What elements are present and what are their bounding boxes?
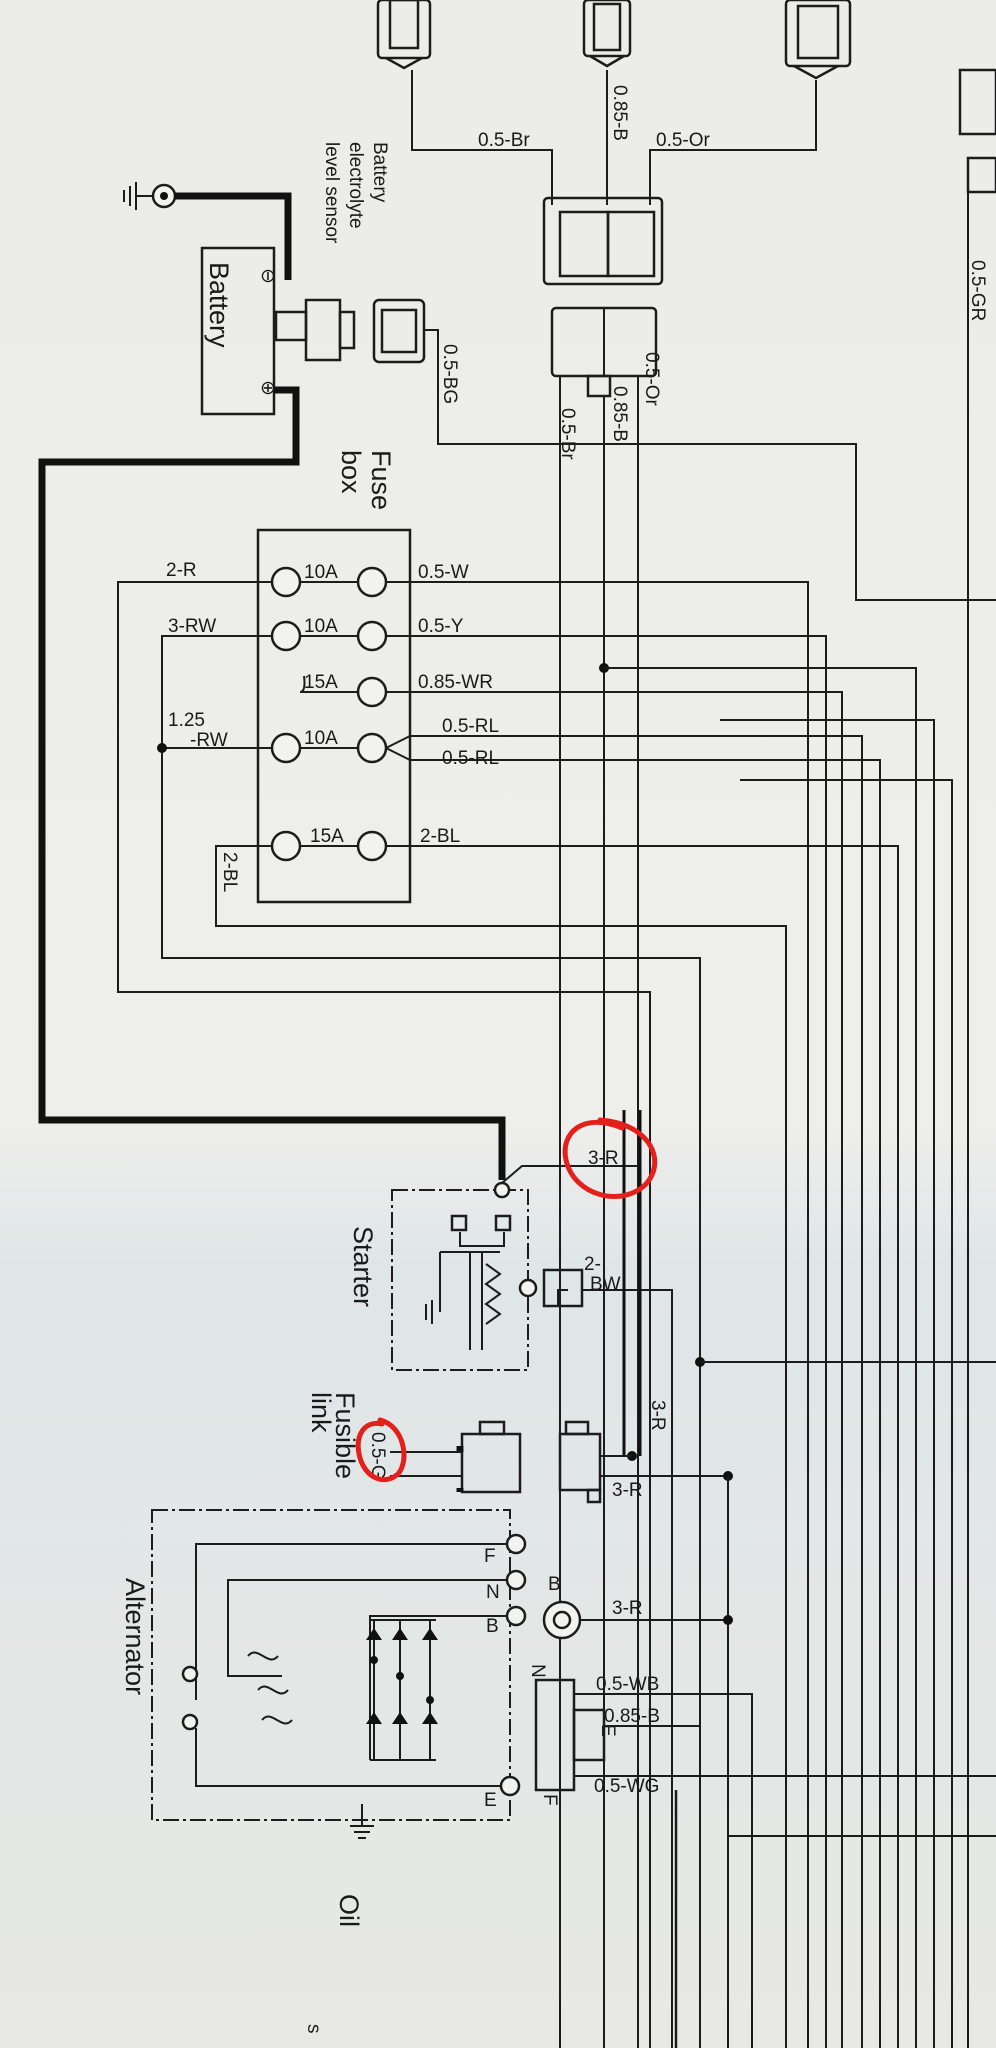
terminal-f: F <box>484 1546 496 1567</box>
highlight-circle-3r <box>562 1117 658 1199</box>
terminal-e-reg: E <box>597 1724 618 1737</box>
wire-label-05br-2: 0.5-Br <box>557 408 578 460</box>
battery-electrolyte-level-sensor: Battery electrolyte level sensor <box>274 142 426 364</box>
wire-label-2r: 2-R <box>166 560 197 581</box>
terminal-f-reg: F <box>539 1794 560 1806</box>
fuse-1: 10A <box>304 562 338 583</box>
wire-label-3rw: 3-RW <box>168 616 216 637</box>
oil-label-s: s <box>303 2024 324 2034</box>
wire-label-2bl-left: 2-BL <box>219 852 240 892</box>
battery-plus: ⊕ <box>257 380 278 396</box>
terminal-b-big: B <box>548 1574 561 1595</box>
wire-label-2bl-right: 2-BL <box>420 826 460 847</box>
wire-label-3r-vert: 3-R <box>647 1400 668 1431</box>
wire-label-05wb: 0.5-WB <box>596 1674 659 1695</box>
fusible-link-label-line1: Fusible <box>330 1392 360 1479</box>
wire-label-125rw-a: 1.25 <box>168 710 205 731</box>
wire-label-05g: 0.5-G <box>367 1432 388 1480</box>
wire-label-05bg: 0.5-BG <box>439 344 460 404</box>
fuse-box: Fuse box <box>256 450 412 904</box>
regulator-connector: N E F <box>527 1664 618 1806</box>
connector-pair <box>542 196 664 398</box>
starter: Starter <box>348 1181 584 1371</box>
wire-label-3r-link: 3-R <box>612 1480 643 1501</box>
wire-label-3r-alt: 3-R <box>612 1598 643 1619</box>
top-connectors <box>376 0 996 194</box>
ground-top <box>123 182 177 210</box>
alternator-label: Alternator <box>120 1578 150 1695</box>
wire-label-3r-starter: 3-R <box>588 1148 619 1169</box>
fuse-box-label-line2: box <box>336 450 366 494</box>
wire-label-125rw-b: -RW <box>190 730 228 751</box>
oil-label: Oil <box>334 1894 364 1927</box>
sensor-label-line1: Battery <box>369 142 390 203</box>
wire-label-05rl-2: 0.5-RL <box>442 748 499 769</box>
battery-minus: ⊖ <box>257 268 278 284</box>
wire-label-2bw-b: BW <box>590 1274 621 1295</box>
terminal-n: N <box>486 1582 500 1603</box>
fuses: 10A 10A 15A 10A 15A <box>270 562 388 862</box>
sensor-label-line3: level sensor <box>321 142 342 244</box>
terminal-b: B <box>486 1616 499 1637</box>
terminal-n-reg: N <box>527 1664 548 1678</box>
wire-label-05rl-1: 0.5-RL <box>442 716 499 737</box>
alternator: F N B E Alternator <box>120 1509 527 1839</box>
wire-label-05br-top: 0.5-Br <box>478 130 530 151</box>
battery-label: Battery <box>204 262 234 348</box>
wire-label-05wg: 0.5-WG <box>594 1776 659 1797</box>
highlight-circle-fusible <box>355 1417 407 1482</box>
fuse-4: 10A <box>304 728 338 749</box>
fuse-3: 15A <box>304 672 338 693</box>
wire-label-085b-alt: 0.85-B <box>604 1706 660 1727</box>
battery: Battery ⊖ ⊕ <box>200 246 278 416</box>
fuse-box-label-line1: Fuse <box>366 450 396 510</box>
wire-label-085wr: 0.85-WR <box>418 672 493 693</box>
fuse-2: 10A <box>304 616 338 637</box>
wire-label-05or-2: 0.5-Or <box>641 352 662 407</box>
wire-label-085b-2: 0.85-B <box>609 386 630 442</box>
sensor-label-line2: electrolyte <box>345 142 366 229</box>
wire-label-05gr: 0.5-GR <box>967 260 988 321</box>
fuse-5: 15A <box>310 826 344 847</box>
fusible-link: Fusible link <box>306 1392 602 1504</box>
wire-label-05or-top: 0.5-Or <box>656 130 711 151</box>
terminal-e: E <box>484 1790 497 1811</box>
wire-label-085b-top: 0.85-B <box>609 85 630 141</box>
wire-label-2bw-a: 2- <box>584 1254 601 1275</box>
fusible-link-label-line2: link <box>306 1392 336 1433</box>
wire-label-05y: 0.5-Y <box>418 616 464 637</box>
wire-label-05w: 0.5-W <box>418 562 469 583</box>
starter-label: Starter <box>348 1226 378 1307</box>
